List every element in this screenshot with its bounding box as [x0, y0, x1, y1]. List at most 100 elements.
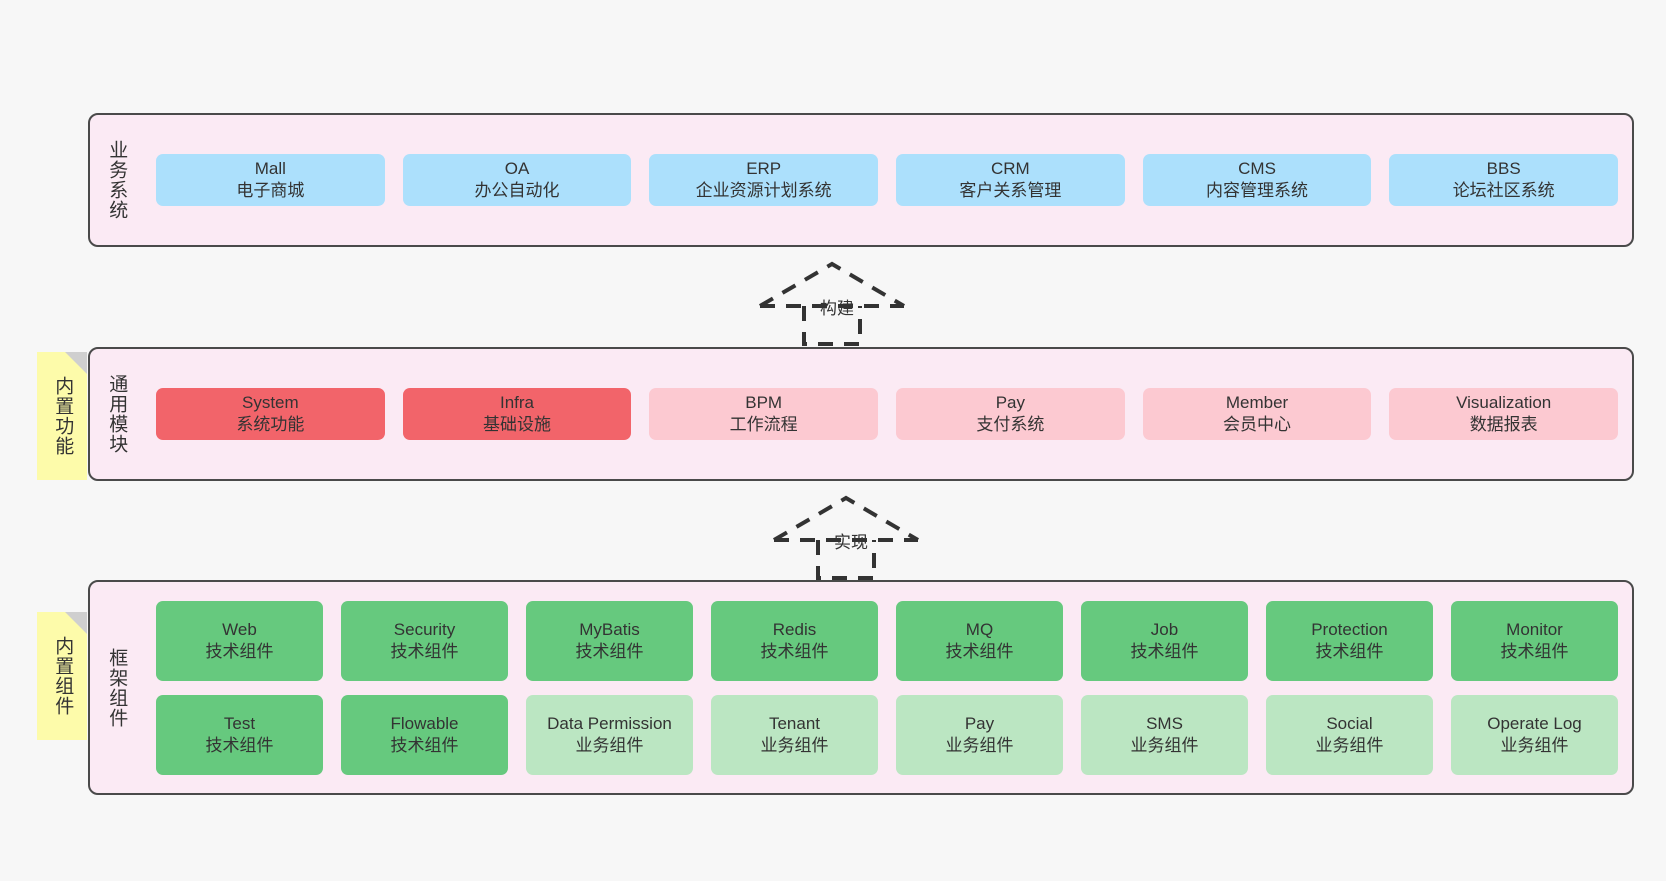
box-subtitle: 基础设施	[483, 415, 551, 434]
box-title: Monitor	[1506, 619, 1563, 639]
box-subtitle: 技术组件	[1315, 641, 1384, 661]
box-subtitle: 业务组件	[1130, 735, 1199, 755]
box-title: Job	[1150, 619, 1179, 639]
box-title: OA	[504, 159, 530, 179]
box-bbs[interactable]: BBS 论坛社区系统	[1389, 154, 1619, 206]
note-builtin-components: 内置组件	[37, 612, 87, 740]
box-subtitle: 系统功能	[236, 415, 305, 434]
layer-body-framework-components: Web 技术组件 Security 技术组件 MyBatis 技术组件 Redi…	[142, 582, 1632, 793]
box-crm[interactable]: CRM 客户关系管理	[896, 154, 1125, 206]
box-title: SMS	[1146, 713, 1183, 733]
box-sms[interactable]: SMS 业务组件	[1081, 694, 1248, 775]
box-row: Test 技术组件 Flowable 技术组件 Data Permission …	[156, 694, 1618, 775]
box-subtitle: 技术组件	[1130, 641, 1199, 661]
box-title: Member	[1225, 393, 1289, 413]
box-title: BBS	[1486, 159, 1521, 179]
box-monitor[interactable]: Monitor 技术组件	[1451, 600, 1618, 681]
layer-title-business-systems: 业务系统	[106, 140, 128, 220]
box-subtitle: 业务组件	[1315, 735, 1384, 755]
box-subtitle: 技术组件	[390, 641, 459, 661]
box-protection[interactable]: Protection 技术组件	[1266, 600, 1433, 681]
box-operate-log[interactable]: Operate Log 业务组件	[1451, 694, 1618, 775]
box-tenant[interactable]: Tenant 业务组件	[711, 694, 878, 775]
box-row: Web 技术组件 Security 技术组件 MyBatis 技术组件 Redi…	[156, 600, 1618, 681]
box-title: MyBatis	[579, 619, 640, 639]
box-subtitle: 会员中心	[1223, 415, 1292, 434]
box-title: Operate Log	[1487, 713, 1582, 733]
box-title: Social	[1326, 713, 1373, 733]
box-title: Mall	[254, 159, 286, 179]
box-row: Mall 电子商城 OA 办公自动化 ERP 企业资源计划系统 CRM 客户关系…	[156, 154, 1619, 206]
box-title: CRM	[990, 159, 1030, 179]
box-subtitle: 电子商城	[236, 181, 305, 200]
box-job[interactable]: Job 技术组件	[1081, 600, 1248, 681]
connector-build-arrow	[758, 261, 906, 346]
box-pay-component[interactable]: Pay 业务组件	[896, 694, 1063, 775]
box-title: BPM	[745, 393, 783, 413]
box-subtitle: 工作流程	[729, 415, 798, 434]
box-subtitle: 业务组件	[1500, 735, 1569, 755]
box-member[interactable]: Member 会员中心	[1142, 388, 1372, 440]
box-visualization[interactable]: Visualization 数据报表	[1389, 388, 1619, 440]
box-subtitle: 业务组件	[575, 735, 644, 755]
box-title: Visualization	[1456, 393, 1552, 413]
box-title: MQ	[965, 619, 994, 639]
box-subtitle: 技术组件	[205, 735, 274, 755]
layer-body-common-modules: System 系统功能 Infra 基础设施 BPM 工作流程 Pay 支付系统…	[142, 349, 1632, 479]
box-mall[interactable]: Mall 电子商城	[156, 154, 385, 206]
box-subtitle: 业务组件	[760, 735, 829, 755]
connector-implement-arrow	[772, 495, 920, 580]
box-social[interactable]: Social 业务组件	[1266, 694, 1433, 775]
box-system[interactable]: System 系统功能	[156, 388, 385, 440]
note-text: 内置组件	[52, 636, 74, 716]
box-bpm[interactable]: BPM 工作流程	[649, 388, 879, 440]
box-title: Data Permission	[547, 713, 672, 733]
box-subtitle: 客户关系管理	[959, 181, 1062, 200]
box-subtitle: 技术组件	[760, 641, 829, 661]
box-title: Protection	[1311, 619, 1388, 639]
box-subtitle: 技术组件	[1500, 641, 1569, 661]
box-web[interactable]: Web 技术组件	[156, 600, 323, 681]
box-row: System 系统功能 Infra 基础设施 BPM 工作流程 Pay 支付系统…	[156, 388, 1619, 440]
box-mq[interactable]: MQ 技术组件	[896, 600, 1063, 681]
box-cms[interactable]: CMS 内容管理系统	[1142, 154, 1372, 206]
box-title: Test	[223, 713, 256, 733]
box-title: Flowable	[390, 713, 459, 733]
box-pay-module[interactable]: Pay 支付系统	[896, 388, 1125, 440]
layer-common-modules: 通用模块 System 系统功能 Infra 基础设施 BPM 工作流程 Pay…	[88, 347, 1634, 481]
note-text: 内置功能	[52, 376, 74, 456]
box-test[interactable]: Test 技术组件	[156, 694, 323, 775]
box-title: Web	[222, 619, 257, 639]
box-title: System	[241, 393, 299, 413]
box-data-permission[interactable]: Data Permission 业务组件	[526, 694, 693, 775]
box-mybatis[interactable]: MyBatis 技术组件	[526, 600, 693, 681]
box-title: Pay	[964, 713, 995, 733]
box-subtitle: 技术组件	[575, 641, 644, 661]
box-title: Pay	[995, 393, 1025, 413]
box-subtitle: 技术组件	[205, 641, 274, 661]
layer-title-framework-components: 框架组件	[106, 647, 128, 728]
box-redis[interactable]: Redis 技术组件	[711, 600, 878, 681]
box-title: Tenant	[768, 713, 821, 733]
box-title: Infra	[499, 393, 535, 413]
box-erp[interactable]: ERP 企业资源计划系统	[649, 154, 879, 206]
box-subtitle: 数据报表	[1469, 415, 1538, 434]
box-subtitle: 论坛社区系统	[1452, 181, 1555, 200]
box-subtitle: 内容管理系统	[1206, 181, 1309, 200]
box-title: CMS	[1238, 159, 1276, 179]
layer-body-business-systems: Mall 电子商城 OA 办公自动化 ERP 企业资源计划系统 CRM 客户关系…	[142, 115, 1632, 245]
box-flowable[interactable]: Flowable 技术组件	[341, 694, 508, 775]
box-subtitle: 企业资源计划系统	[695, 181, 832, 200]
box-oa[interactable]: OA 办公自动化	[402, 154, 632, 206]
layer-framework-components: 框架组件 Web 技术组件 Security 技术组件 MyBatis 技术组件…	[88, 580, 1634, 795]
box-subtitle: 支付系统	[976, 415, 1045, 434]
box-infra[interactable]: Infra 基础设施	[402, 388, 632, 440]
box-security[interactable]: Security 技术组件	[341, 600, 508, 681]
box-title: Redis	[772, 619, 817, 639]
layer-title-common-modules: 通用模块	[106, 374, 128, 454]
layer-business-systems: 业务系统 Mall 电子商城 OA 办公自动化 ERP 企业资源计划系统 CRM…	[88, 113, 1634, 247]
box-subtitle: 技术组件	[390, 735, 459, 755]
box-subtitle: 技术组件	[945, 641, 1014, 661]
box-title: ERP	[746, 159, 782, 179]
